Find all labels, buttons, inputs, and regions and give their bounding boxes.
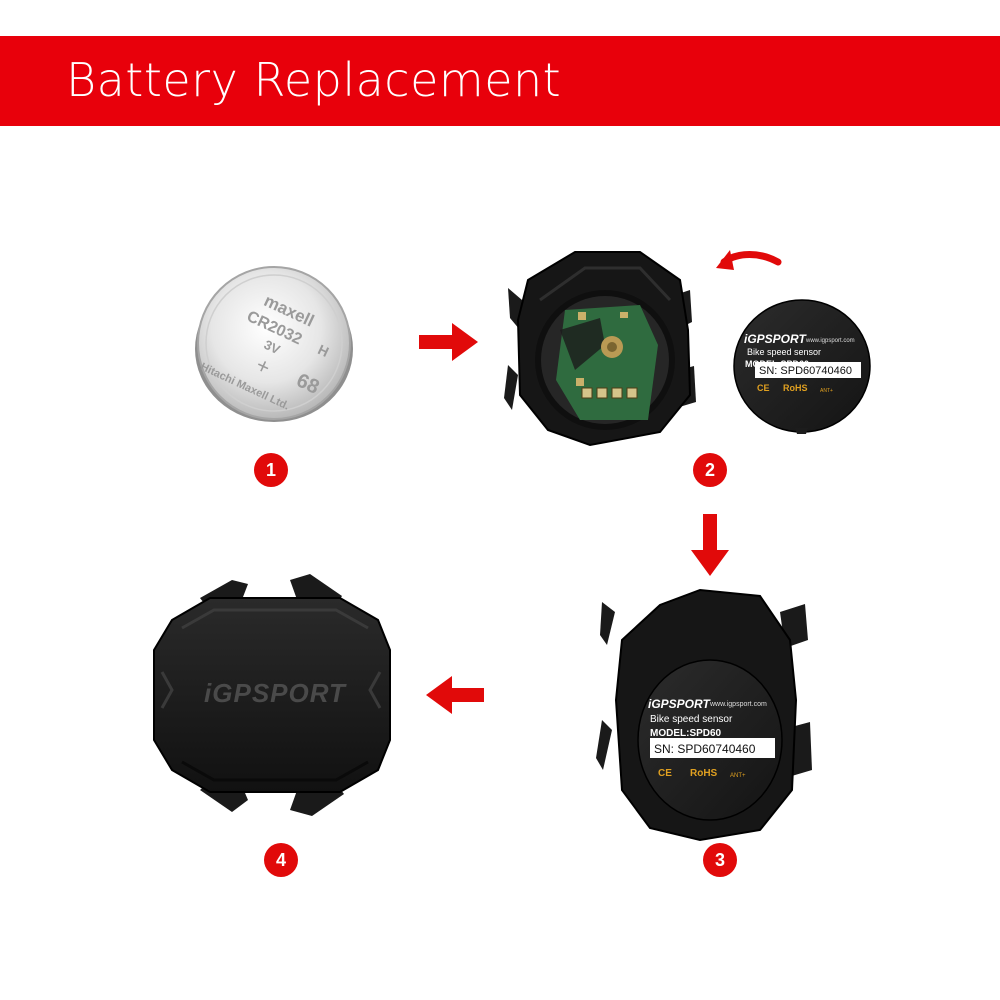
main-serial-box	[650, 738, 775, 758]
step-badge-2: 2	[693, 453, 727, 487]
cap-label-serial: SN: SPD60740460	[759, 365, 852, 377]
cap-serial-box	[755, 362, 861, 378]
step-badge-4: 4	[264, 843, 298, 877]
case-brand-logo: iGPSPORT	[204, 678, 347, 708]
main-label-serial: SN: SPD60740460	[654, 742, 756, 756]
step-badge-3: 3	[703, 843, 737, 877]
main-label-product: Bike speed sensor	[650, 714, 733, 725]
main-label-rohs: RoHS	[690, 768, 718, 779]
cap-label-brand: iGPSPORT	[744, 332, 807, 346]
cap-label-ce: CE	[757, 383, 770, 393]
sensor-open-body	[504, 251, 696, 447]
cap-label-ant: ANT+	[820, 388, 833, 394]
page-title: Battery Replacement	[66, 53, 562, 107]
header-banner: Battery Replacement	[0, 36, 1000, 126]
curved-arrow-icon	[716, 250, 782, 270]
arrow-right-icon	[419, 323, 478, 361]
main-label-brand: iGPSPORT	[648, 697, 711, 711]
sensor-closed-body: iGPSPORT www.igpsport.com Bike speed sen…	[596, 588, 812, 842]
main-label-model: MODEL:SPD60	[650, 728, 722, 739]
main-label-ant: ANT+	[730, 773, 746, 779]
step-badge-1: 1	[254, 453, 288, 487]
cap-label-product: Bike speed sensor	[747, 347, 821, 357]
battery-coin: maxell CR2032 H 3V + 68 Hitachi Maxell L…	[195, 266, 353, 422]
cap-label-website: www.igpsport.com	[805, 338, 855, 344]
main-label-ce: CE	[658, 768, 672, 779]
main-label-website: www.igpsport.com	[709, 701, 767, 708]
arrow-left-icon	[426, 676, 484, 714]
arrow-down-icon	[691, 514, 729, 576]
sensor-cap: iGPSPORT www.igpsport.com Bike speed sen…	[733, 299, 871, 434]
sensor-assembled: iGPSPORT	[153, 574, 391, 816]
battery-voltage: 3V	[262, 337, 283, 357]
cap-label-rohs: RoHS	[783, 383, 808, 393]
